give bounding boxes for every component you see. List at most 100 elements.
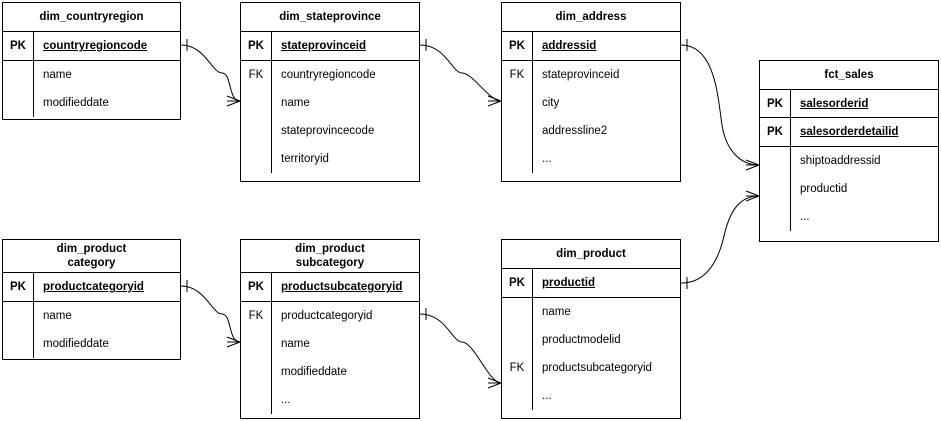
attribute-row[interactable]: addressline2 bbox=[502, 117, 680, 145]
entity-title: dim_product bbox=[502, 240, 680, 269]
attribute-row[interactable]: ... bbox=[241, 386, 419, 414]
key-badge: PK bbox=[3, 273, 34, 301]
attribute-name: productsubcategoryid bbox=[542, 362, 652, 374]
cardinality-many-prong bbox=[745, 159, 760, 166]
entity-title: fct_sales bbox=[760, 61, 938, 90]
relationship-subcategory-to-product bbox=[419, 308, 502, 389]
attribute-row[interactable]: ... bbox=[502, 145, 680, 173]
foreign-key-badge bbox=[241, 330, 272, 358]
attribute-row[interactable]: FK countryregioncode bbox=[241, 61, 419, 89]
attribute-name: city bbox=[542, 97, 560, 109]
attribute-row[interactable]: ... bbox=[760, 203, 938, 231]
attribute-row[interactable]: FK productcategoryid bbox=[241, 302, 419, 330]
key-row[interactable]: PK salesorderid bbox=[760, 90, 938, 118]
relationship-address-to-fctsales bbox=[680, 39, 760, 171]
attribute-row[interactable]: stateprovincecode bbox=[241, 117, 419, 145]
relationship-line bbox=[419, 313, 502, 384]
relationship-productcategory-to-subcategory bbox=[180, 280, 241, 348]
foreign-key-badge bbox=[241, 358, 272, 386]
cardinality-many-prong bbox=[226, 336, 241, 343]
primary-key-block: PK addressid bbox=[502, 32, 680, 61]
key-badge: PK bbox=[502, 32, 533, 60]
foreign-key-badge bbox=[3, 330, 34, 358]
attribute-block: FK countryregioncode name stateprovincecode… bbox=[241, 61, 419, 181]
foreign-key-badge bbox=[760, 203, 791, 231]
key-field-name: stateprovinceid bbox=[281, 40, 366, 52]
entity-title: dim_product subcategory bbox=[241, 240, 419, 273]
foreign-key-badge bbox=[241, 145, 272, 173]
attribute-row[interactable]: modifieddate bbox=[3, 89, 180, 117]
attribute-name: name bbox=[281, 97, 310, 109]
attribute-row[interactable]: name bbox=[241, 89, 419, 117]
attribute-row[interactable]: city bbox=[502, 89, 680, 117]
attribute-row[interactable]: territoryid bbox=[241, 145, 419, 173]
attribute-name: countryregioncode bbox=[281, 69, 376, 81]
attribute-row[interactable]: shiptoaddressid bbox=[760, 147, 938, 175]
attribute-row[interactable]: name bbox=[3, 61, 180, 89]
attribute-name: productid bbox=[800, 183, 848, 195]
relationship-countryregion-to-stateprovince bbox=[180, 39, 241, 107]
attribute-row[interactable]: name bbox=[241, 330, 419, 358]
foreign-key-badge: FK bbox=[502, 354, 533, 382]
key-field-name: addressid bbox=[542, 40, 597, 52]
relationship-product-to-fctsales bbox=[680, 190, 760, 289]
foreign-key-badge bbox=[502, 145, 533, 173]
relationship-line bbox=[180, 285, 241, 343]
attribute-name: shiptoaddressid bbox=[800, 155, 881, 167]
key-row[interactable]: PK addressid bbox=[502, 32, 680, 60]
attribute-name: name bbox=[281, 338, 310, 350]
key-field-name: productsubcategoryid bbox=[281, 281, 403, 293]
attribute-name: modifieddate bbox=[281, 366, 347, 378]
foreign-key-badge bbox=[502, 382, 533, 410]
foreign-key-badge bbox=[241, 117, 272, 145]
key-badge: PK bbox=[760, 118, 791, 146]
entity-title: dim_stateprovince bbox=[241, 3, 419, 32]
attribute-row[interactable]: productmodelid bbox=[502, 326, 680, 354]
foreign-key-badge: FK bbox=[241, 302, 272, 330]
key-field-name: salesorderid bbox=[800, 97, 869, 110]
attribute-row[interactable]: modifieddate bbox=[241, 358, 419, 386]
key-badge: PK bbox=[760, 90, 791, 117]
relationship-line bbox=[680, 44, 760, 166]
attribute-name: stateprovincecode bbox=[281, 125, 375, 137]
key-row[interactable]: PK productsubcategoryid bbox=[241, 273, 419, 301]
foreign-key-badge bbox=[241, 89, 272, 117]
attribute-row[interactable]: name bbox=[3, 302, 180, 330]
foreign-key-badge bbox=[241, 386, 272, 414]
attribute-row[interactable]: FK productsubcategoryid bbox=[502, 354, 680, 382]
attribute-name: stateprovinceid bbox=[542, 69, 620, 81]
entity-title: dim_countryregion bbox=[3, 3, 180, 32]
key-field-name: salesorderdetailid bbox=[800, 126, 899, 138]
cardinality-many-prong bbox=[226, 100, 241, 107]
attribute-row[interactable]: modifieddate bbox=[3, 330, 180, 358]
attribute-row[interactable]: name bbox=[502, 298, 680, 326]
attribute-name: modifieddate bbox=[43, 338, 109, 350]
key-row[interactable]: PK salesorderdetailid bbox=[760, 118, 938, 146]
attribute-row[interactable]: ... bbox=[502, 382, 680, 410]
foreign-key-badge bbox=[3, 89, 34, 117]
relationship-line bbox=[419, 44, 502, 102]
cardinality-many-prong bbox=[487, 95, 502, 102]
foreign-key-badge: FK bbox=[241, 61, 272, 89]
attribute-name: productcategoryid bbox=[281, 310, 373, 322]
attribute-row[interactable]: productid bbox=[760, 175, 938, 203]
attribute-name: modifieddate bbox=[43, 97, 109, 109]
key-badge: PK bbox=[241, 273, 272, 301]
foreign-key-badge bbox=[3, 61, 34, 89]
foreign-key-badge bbox=[3, 302, 34, 330]
